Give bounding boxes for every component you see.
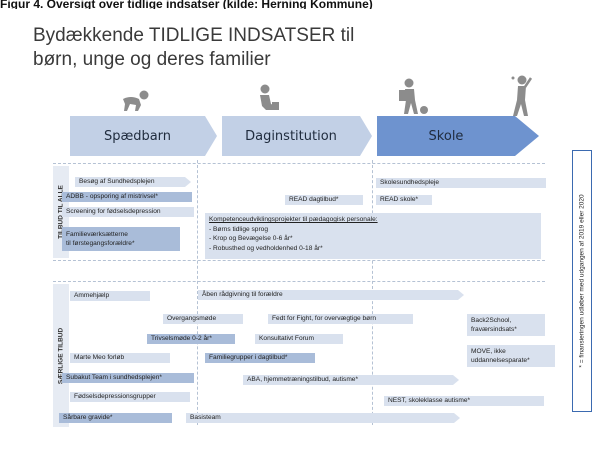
offer-label: fraværsindsats* [471, 326, 517, 333]
offer-label: Åben rådgivning til forældre [202, 291, 283, 298]
offer-label: Basisteam [190, 414, 221, 421]
offer-item: - Krop og Bevægelse 0-6 år* [209, 235, 293, 242]
offer-besoeg: Besøg af Sundhedsplejen [75, 177, 191, 187]
offer-skolesundhedspleje: Skolesundhedspleje [376, 178, 546, 188]
offer-adbb: ADBB - opsporing af mistrivsel* [62, 192, 192, 202]
offer-item: - Robusthed og vedholdenhed 0-18 år* [209, 244, 323, 252]
offer-basisteam: Basisteam [186, 413, 460, 423]
offer-screening: Screening for fødselsdepression [62, 207, 194, 217]
child-playing-icon [260, 84, 279, 110]
offer-overgangsmoede: Overgangsmøde [163, 314, 243, 324]
chevron-tip [360, 116, 372, 156]
offer-label: til førstegangsforældre* [66, 240, 135, 247]
offer-aaben-raadgivning: Åben rådgivning til forældre [198, 290, 464, 300]
offer-label: Besøg af Sundhedsplejen [79, 178, 155, 185]
offer-foedselsdepressionsgrupper: Fødselsdepressionsgrupper [70, 392, 190, 402]
chevron-tip [205, 116, 217, 156]
offer-label: MOVE, ikke [471, 348, 506, 355]
offer-subakut-team: Subakut Team i sundhedsplejen* [62, 373, 194, 383]
offer-ammehjaelp: Ammehjælp [70, 291, 150, 301]
offer-label: Familieværksætterne [66, 231, 128, 238]
divider-line [53, 260, 545, 261]
offer-read-skole: READ skole* [376, 195, 432, 205]
divider-line [53, 163, 545, 164]
section-label-saerlige: SÆRLIGE TILBUD [53, 284, 69, 427]
cut-off-caption: Figur 4. Oversigt over tidlige indsatser… [0, 0, 373, 9]
page-title: Bydækkende TIDLIGE INDSATSER til børn, u… [33, 24, 354, 72]
offer-aba: ABA, hjemmetræningstilbud, autisme* [243, 375, 459, 385]
phase-spaedbarn: Spædbarn [70, 116, 205, 156]
offer-trivselsmoede: Trivselsmøde 0-2 år* [147, 334, 235, 344]
phase-daginstitution: Daginstitution [222, 116, 360, 156]
offer-kompetenceudvikling: Kompetenceudviklingsprojekter til pædago… [205, 213, 541, 259]
schoolchild-icon [399, 78, 428, 114]
offer-saarbare-gravide: Sårbare gravide* [59, 413, 172, 423]
offer-heading: Kompetenceudviklingsprojekter til pædago… [209, 216, 378, 223]
offer-back2school: Back2School, fraværsindsats* [467, 314, 545, 336]
offer-familievaerksaetterne: Familieværksætterne til førstegangsforæl… [62, 227, 180, 251]
teenager-icon [511, 75, 533, 116]
offer-move: MOVE, ikke uddannelsesparate* [467, 345, 555, 367]
phase-label: Spædbarn [103, 128, 172, 144]
offer-label: ABA, hjemmetræningstilbud, autisme* [247, 376, 359, 383]
offer-label: uddannelsesparate* [471, 357, 530, 364]
divider-line [197, 160, 198, 425]
offer-familiegrupper: Familiegrupper i dagtilbud* [205, 353, 315, 363]
financing-note-text: * = finansieringen udløber med udgangen … [578, 194, 586, 368]
financing-note: * = finansieringen udløber med udgangen … [572, 150, 592, 412]
title-line-1: Bydækkende TIDLIGE INDSATSER til [33, 25, 355, 46]
offer-nest: NEST, skoleklasse autisme* [384, 396, 544, 406]
offer-konsultativt-forum: Konsultativt Forum [255, 334, 343, 344]
phase-label: Daginstitution [245, 128, 337, 144]
chevron-tip [515, 116, 539, 156]
title-line-2: børn, unge og deres familier [33, 49, 271, 70]
divider-line [53, 281, 545, 282]
offer-fedt-for-fight: Fedt for Fight, for overvægtige børn [268, 314, 413, 324]
phase-label: Skole [428, 128, 464, 144]
offer-marte-meo: Marte Meo forløb [70, 353, 170, 363]
offer-item: - Børns tidlige sprog [209, 225, 268, 233]
phase-skole: Skole [377, 116, 515, 156]
crawling-baby-icon [123, 90, 149, 111]
offer-read-dagtilbud: READ dagtilbud* [285, 195, 363, 205]
offer-label: Back2School, [471, 317, 512, 324]
